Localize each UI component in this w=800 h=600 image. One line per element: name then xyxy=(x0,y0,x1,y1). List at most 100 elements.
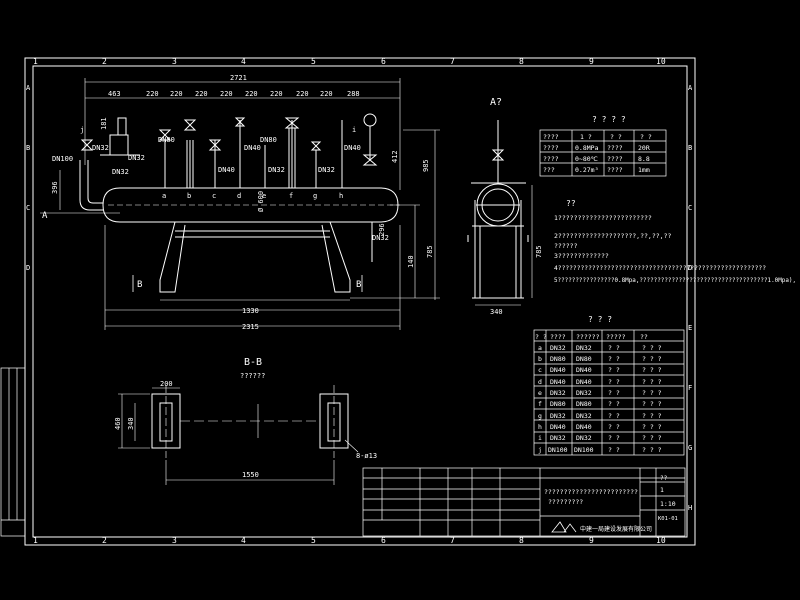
section-bb-subtitle: ?????? xyxy=(240,372,265,380)
nozzle-cell: DN80 xyxy=(576,400,592,408)
nozzle-cell: DN80 xyxy=(550,355,566,363)
nozzle-cell: ? ? xyxy=(535,333,547,341)
grid-letter: B xyxy=(26,144,30,152)
tech-cell: ? ? xyxy=(610,133,622,141)
frame-side-letters: A B C D A B C D E F G H xyxy=(26,84,693,512)
nozzle-letter: g xyxy=(313,192,317,200)
nozzle-cell: ? ? ? xyxy=(642,423,662,431)
section-dim: 460 xyxy=(114,417,122,430)
grid-number: 6 xyxy=(381,536,386,545)
nozzle-cell: ?????? xyxy=(576,333,600,341)
frame-top-numbers: 1 2 3 4 5 6 7 8 9 10 xyxy=(33,57,666,66)
grid-letter: G xyxy=(688,444,692,452)
segment-dim: 220 xyxy=(220,90,233,98)
title-block-text: ???????????????????????? ????????? ?? 1 … xyxy=(544,475,678,533)
nozzle-cell: ? ? xyxy=(608,400,620,408)
section-mark-a: A xyxy=(42,211,48,221)
nozzle-cell: ? ? ? xyxy=(642,434,662,442)
note-line: 5????????????????0.8Mpa,????????????????… xyxy=(554,276,796,284)
right-leg xyxy=(321,221,351,293)
tech-cell: 0.27m³ xyxy=(575,166,598,174)
nozzle-letter: e xyxy=(262,192,266,200)
segment-dim: 220 xyxy=(296,90,309,98)
note-line: 4???????????????????????????????????????… xyxy=(554,264,766,272)
base-length: 2315 xyxy=(242,323,259,331)
nozzle-cell: DN32 xyxy=(550,412,566,420)
overall-length: 2721 xyxy=(230,74,247,82)
revision-strip xyxy=(0,367,26,537)
nozzle-cell: c xyxy=(538,366,542,374)
section-bb-title: B-B xyxy=(244,357,262,368)
nozzle-cell: DN80 xyxy=(550,400,566,408)
tech-cell: ???? xyxy=(607,155,623,163)
tech-cell: ???? xyxy=(543,144,559,152)
dim-vertical: 140 xyxy=(407,255,415,268)
saddle-span: 1330 xyxy=(242,307,259,315)
nozzle-cell: ? ? xyxy=(608,423,620,431)
grid-number: 1 xyxy=(33,536,38,545)
nozzle-cell: ? ? xyxy=(608,366,620,374)
bolt-callout: 8-ø13 xyxy=(356,452,377,460)
tech-cell: 20R xyxy=(638,144,650,152)
dim-vertical: 785 xyxy=(426,245,434,258)
nozzle-cell: ? ? xyxy=(608,412,620,420)
segment-dim: 220 xyxy=(270,90,283,98)
nozzle-letter: h xyxy=(339,192,343,200)
segment-dim: 220 xyxy=(170,90,183,98)
nozzle-cell: ? ? xyxy=(608,446,620,454)
grid-number: 2 xyxy=(102,57,107,66)
nozzle-cell: g xyxy=(538,412,542,420)
grid-number: 9 xyxy=(589,536,594,545)
nozzle-cell: h xyxy=(538,423,542,431)
tech-table-text: ? ? ? ? ???? 1 ? ? ? ? ? ???? 0.8MPa ???… xyxy=(543,115,652,174)
nozzle-cell: DN32 xyxy=(576,389,592,397)
note-line: 3????????????? xyxy=(554,252,609,260)
nozzle-cell: ? ? ? xyxy=(642,366,662,374)
nozzle-cell: DN32 xyxy=(576,344,592,352)
side-dim-base: 340 xyxy=(490,308,503,316)
qty: 1 xyxy=(660,486,664,494)
nozzle-letter: d xyxy=(237,192,241,200)
nozzle-cell: j xyxy=(538,446,542,454)
grid-letter: A xyxy=(688,84,693,92)
grid-letter: B xyxy=(688,144,692,152)
dim-vertical: 985 xyxy=(422,159,430,172)
tech-cell: ???? xyxy=(543,155,559,163)
sheet-label: ?? xyxy=(660,475,668,482)
tech-cell: ???? xyxy=(607,166,623,174)
tech-cell: ? ? xyxy=(640,133,652,141)
tech-cell: 1mm xyxy=(638,166,650,174)
title-block xyxy=(362,467,686,537)
front-view-labels: 2721 463 220 220 220 220 220 220 220 220… xyxy=(42,74,434,331)
callout: DN32 xyxy=(92,144,109,152)
nozzle-cell: ? ? xyxy=(608,355,620,363)
segment-dim: 220 xyxy=(320,90,333,98)
vessel-shell xyxy=(102,187,399,223)
nozzle-cell: a xyxy=(538,344,542,352)
nozzle-cell: DN40 xyxy=(550,378,566,386)
callout: DN40 xyxy=(244,144,261,152)
grid-number: 9 xyxy=(589,57,594,66)
tech-table-title: ? ? ? ? xyxy=(592,115,626,124)
nozzle-cell: ? ? xyxy=(608,389,620,397)
callout: DN32 xyxy=(128,154,145,162)
nozzle-label-i: i xyxy=(352,126,356,134)
side-view-title: A? xyxy=(490,97,502,108)
grid-letter: D xyxy=(26,264,30,272)
segment-dim: 288 xyxy=(347,90,360,98)
grid-number: 4 xyxy=(241,57,246,66)
grid-letter: F xyxy=(688,384,692,392)
nozzle-table-title: ? ? ? xyxy=(588,315,612,324)
grid-number: 3 xyxy=(172,57,177,66)
segment-dim: 220 xyxy=(195,90,208,98)
dim-vertical: 396 xyxy=(51,181,59,194)
nozzle-table-rows xyxy=(534,340,684,444)
nozzle-cell: DN40 xyxy=(576,378,592,386)
tech-table xyxy=(539,129,667,177)
nozzle-letter: a xyxy=(162,192,166,200)
nozzle-letter: c xyxy=(212,192,216,200)
nozzle-letter: f xyxy=(289,192,293,200)
tech-cell: 0~80℃ xyxy=(575,155,599,163)
section-mark-b: B xyxy=(137,280,142,290)
nozzle-cell: ? ? xyxy=(608,434,620,442)
